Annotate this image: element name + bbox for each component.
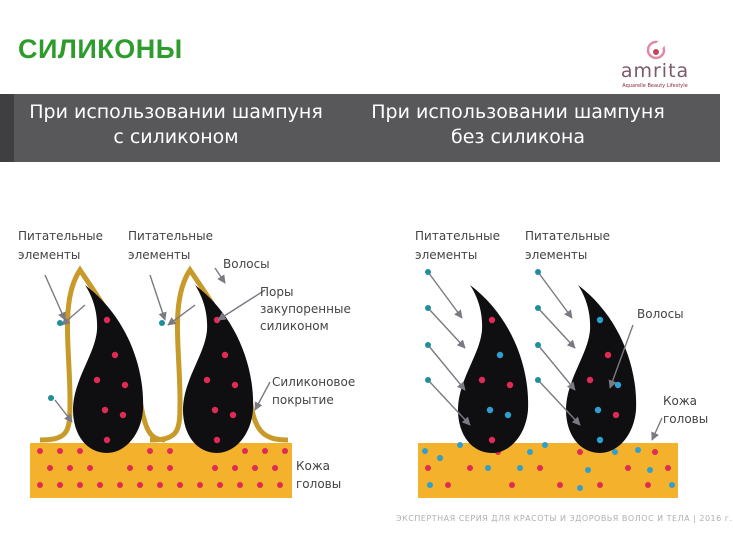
left-heading-line-2: с силиконом bbox=[113, 126, 239, 148]
brand-logo: amrita Aquarelle Beauty Lifestyle bbox=[610, 36, 700, 96]
label-hair-right: Волосы bbox=[637, 307, 684, 321]
scalp-left bbox=[30, 443, 292, 498]
nutrient-dots-left bbox=[48, 320, 165, 401]
hair-strand-left-2 bbox=[183, 285, 254, 453]
scalp-right bbox=[418, 443, 678, 498]
left-heading-line-1: При использовании шампуня bbox=[29, 101, 323, 123]
blocked-nutrient-arrows-left bbox=[44, 267, 271, 423]
hair-strand-right-2 bbox=[566, 285, 637, 453]
banner-edge bbox=[0, 94, 14, 162]
silicone-coating-2 bbox=[149, 265, 289, 443]
slide-title: СИЛИКОНЫ bbox=[18, 34, 183, 64]
hair-strand-right-1 bbox=[458, 285, 529, 453]
nutrient-dots-right bbox=[425, 269, 541, 383]
right-panel-heading: При использовании шампуня без силикона bbox=[368, 100, 668, 150]
right-heading-line-1: При использовании шампуня bbox=[371, 101, 665, 123]
scalp-right-dots bbox=[422, 442, 675, 491]
right-heading-line-2: без силикона bbox=[450, 126, 585, 148]
logo-text: amrita bbox=[620, 60, 690, 82]
left-panel-heading: При использовании шампуня с силиконом bbox=[26, 100, 326, 150]
logo-tagline: Aquarelle Beauty Lifestyle bbox=[622, 83, 688, 89]
label-hair-left: Волосы bbox=[223, 257, 270, 271]
logo-mark-icon bbox=[646, 40, 666, 60]
hair-strand-left-1 bbox=[73, 285, 144, 453]
footer-text: ЭКСПЕРТНАЯ СЕРИЯ ДЛЯ КРАСОТЫ И ЗДОРОВЬЯ … bbox=[396, 514, 733, 523]
nutrient-arrows-right bbox=[427, 271, 663, 441]
header-banner bbox=[0, 94, 720, 162]
scalp-left-dots bbox=[37, 448, 288, 488]
